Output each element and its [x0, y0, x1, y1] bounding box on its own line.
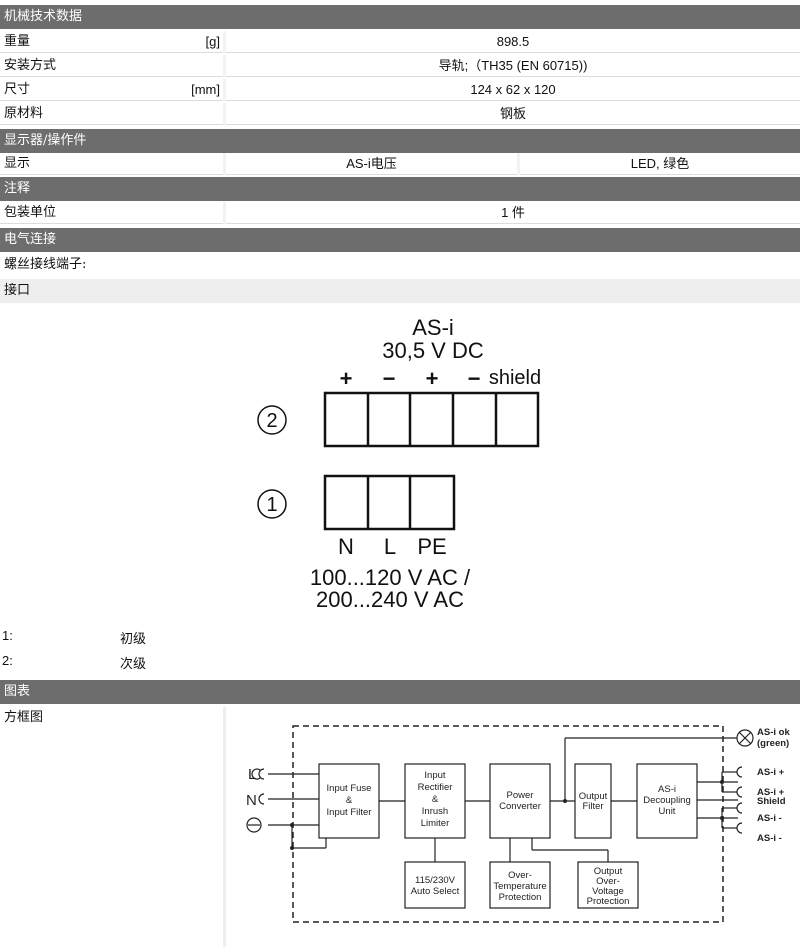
block1-line3: Input Filter [327, 807, 372, 818]
circle-number-1 [257, 489, 287, 519]
led-icon [736, 729, 754, 747]
voltage-range-1: 100...120 V AC / [310, 565, 471, 590]
terminal-block-secondary [323, 391, 540, 448]
number-1: 1 [266, 494, 277, 516]
mount-value: 导轨;（TH35 (EN 60715)) [226, 55, 800, 77]
display-row: 显示 AS-i电压 LED, 绿色 [0, 153, 800, 177]
sign-plus-1: + [340, 366, 353, 391]
label-pe: PE [417, 534, 446, 559]
pack-row: 包装单位 1 件 [0, 202, 800, 226]
weight-row: 重量[g] 898.5 [0, 31, 800, 55]
block8-line3: Voltage [592, 886, 624, 897]
block8-line4: Protection [587, 896, 630, 907]
weight-label: 重量[g] [0, 31, 223, 53]
block6-line2: Auto Select [411, 886, 460, 897]
material-value: 钢板 [226, 103, 800, 125]
output-asi-minus-2: AS-i - [757, 833, 782, 844]
weight-unit: [g] [205, 34, 220, 49]
block2-line3: & [432, 794, 439, 805]
block5-line2: Decoupling [643, 795, 691, 806]
block5-line1: AS-i [658, 784, 676, 795]
weight-value: 898.5 [226, 31, 800, 53]
section-header-mechanical: 机械技术数据 [0, 5, 800, 29]
block1-line2: & [346, 795, 353, 806]
legend-text-1: 初级 [120, 632, 147, 647]
block5-line3: Unit [659, 806, 676, 817]
sign-plus-2: + [426, 366, 439, 391]
output-asi-plus-1: AS-i + [757, 767, 785, 778]
mount-row: 安装方式 导轨;（TH35 (EN 60715)) [0, 55, 800, 79]
number-2: 2 [266, 410, 277, 432]
section-header-charts: 图表 [0, 680, 800, 704]
screw-terminal-label: 螺丝接线端子: [4, 257, 87, 272]
block2-line2: Rectifier [418, 782, 453, 793]
output-asi-plus-2: AS-i + [757, 787, 785, 798]
material-label: 原材料 [0, 103, 223, 125]
block2-line4: Inrush [422, 806, 448, 817]
block7-line2: Temperature [493, 881, 546, 892]
display-label: 显示 [0, 153, 223, 175]
block4-line2: Filter [582, 801, 603, 812]
block3-line1: Power [507, 790, 534, 801]
section-header-display: 显示器/操作件 [0, 129, 800, 153]
dimension-unit: [mm] [191, 82, 220, 97]
block4-line1: Output [579, 791, 608, 802]
output-shield: Shield [757, 796, 786, 807]
block8-line2: Over- [596, 876, 620, 887]
input-l-label: L [248, 766, 256, 783]
circle-number-2 [257, 405, 287, 435]
input-n-label: N [246, 792, 257, 809]
sign-minus-2: − [468, 366, 481, 391]
block8-line1: Output [594, 866, 623, 877]
asi-voltage: 30,5 V DC [382, 338, 484, 363]
dimension-label: 尺寸[mm] [0, 79, 223, 101]
legend-text-2: 次级 [120, 657, 147, 672]
pack-value: 1 件 [226, 202, 800, 224]
section-header-notes: 注释 [0, 177, 800, 201]
block3-line2: Converter [499, 801, 541, 812]
display-value-voltage: AS-i电压 [226, 153, 517, 175]
dimension-row: 尺寸[mm] 124 x 62 x 120 [0, 79, 800, 103]
column-divider [223, 707, 226, 947]
block2-line5: Limiter [421, 818, 450, 829]
display-value-led: LED, 绿色 [520, 153, 800, 175]
pack-label: 包装单位 [0, 202, 223, 224]
terminal-block-primary [323, 474, 456, 531]
output-asi-ok-line1: AS-i ok [757, 727, 790, 738]
block7-line1: Over- [508, 870, 532, 881]
mount-label: 安装方式 [0, 55, 223, 77]
legend-number-2: 2: [2, 653, 13, 668]
block6-line1: 115/230V [415, 875, 456, 886]
asi-title: AS-i [412, 315, 454, 340]
label-n: N [338, 534, 354, 559]
block2-line1: Input [424, 770, 445, 781]
material-row: 原材料 钢板 [0, 103, 800, 127]
section-header-electrical: 电气连接 [0, 228, 800, 252]
block-diagram-label: 方框图 [4, 710, 44, 725]
block-diagram: L N Input Fuse & Input Filter Input Rect… [246, 725, 790, 923]
sign-minus-1: − [383, 366, 396, 391]
terminal-diagram: AS-i 30,5 V DC + − + − shield 2 1 N L PE… [257, 315, 541, 612]
interface-label: 接口 [0, 279, 800, 303]
output-asi-minus-1: AS-i - [757, 813, 782, 824]
voltage-range-2: 200...240 V AC [316, 587, 464, 612]
legend-number-1: 1: [2, 628, 13, 643]
output-asi-ok-line2: (green) [757, 738, 789, 749]
label-l: L [384, 534, 396, 559]
dimension-value: 124 x 62 x 120 [226, 79, 800, 101]
block7-line3: Protection [499, 892, 542, 903]
shield-label: shield [489, 367, 541, 389]
block1-line1: Input Fuse [327, 783, 372, 794]
